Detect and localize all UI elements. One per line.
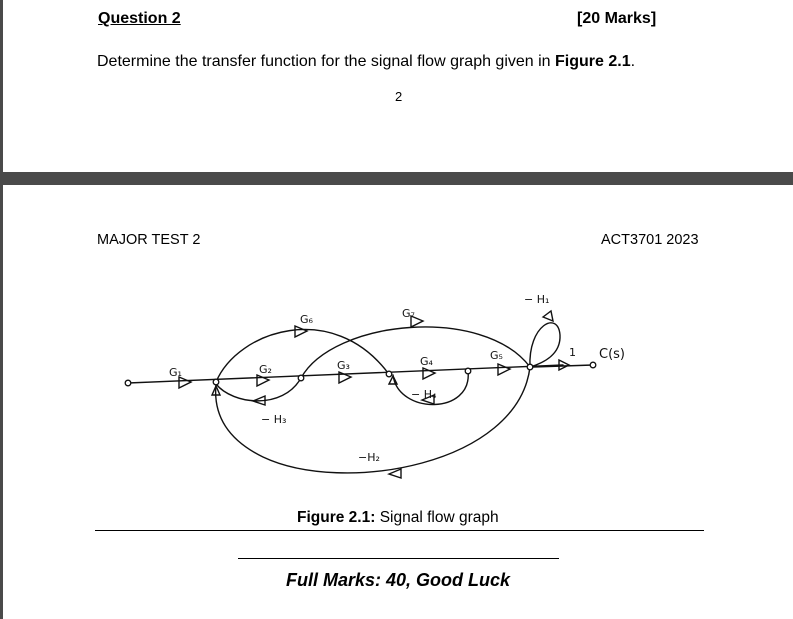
label-output: C(s) [599, 347, 625, 362]
page-bottom: MAJOR TEST 2 ACT3701 2023 [3, 185, 793, 619]
arrow-g2 [256, 373, 271, 388]
arrow-h1 [541, 309, 554, 323]
label-g3: G₃ [337, 359, 350, 372]
question-text: Determine the transfer function for the … [97, 53, 635, 71]
label-unity: 1 [569, 346, 576, 359]
question-title: Question 2 [98, 10, 181, 27]
signal-flow-graph: G₁ G₂ G₃ G₄ G₅ G₆ G₇ − H₁ −H₂ − H₃ − H₄ … [124, 293, 625, 479]
footer-divider [238, 558, 559, 559]
page-number: 2 [395, 89, 403, 104]
header-right: ACT3701 2023 [601, 232, 699, 248]
label-g1: G₁ [169, 366, 182, 379]
page-top: Question 2 [20 Marks] Determine the tran… [3, 0, 793, 172]
label-g5: G₅ [490, 349, 503, 362]
arrow-g6 [294, 324, 309, 339]
caption-divider [95, 530, 704, 531]
label-g2: G₂ [259, 363, 272, 376]
output-branch [532, 364, 594, 368]
arrow-g4 [422, 366, 437, 381]
label-h4: − H₄ [411, 388, 437, 401]
g7-branch [300, 326, 531, 379]
h3-branch [215, 377, 302, 402]
label-h3: − H₃ [261, 413, 286, 426]
question-text-suffix: . [630, 53, 636, 70]
question-marks: [20 Marks] [577, 10, 657, 27]
arrow-h4 [420, 393, 435, 405]
h1-self-loop [529, 322, 561, 368]
question-text-prefix: Determine the transfer function for the … [97, 53, 556, 70]
arrow-h3 [251, 394, 266, 406]
node-2 [212, 378, 220, 386]
caption-label: Figure 2.1: [297, 509, 376, 526]
node-input [124, 379, 132, 387]
figure-caption: Figure 2.1: Signal flow graph [297, 509, 499, 527]
caption-text: Signal flow graph [375, 509, 499, 526]
footer-text: Full Marks: 40, Good Luck [285, 570, 511, 590]
label-g7: G₇ [402, 307, 415, 320]
arrow-g5 [497, 362, 512, 377]
label-g4: G₄ [420, 355, 434, 368]
arrow-g1 [178, 375, 193, 390]
g6-branch [215, 328, 389, 383]
arrow-g3 [338, 370, 353, 385]
label-h1: − H₁ [524, 293, 549, 306]
header-left: MAJOR TEST 2 [97, 232, 201, 248]
arrow-h2 [387, 467, 402, 479]
h2-branch [214, 366, 531, 474]
arrow-out [558, 358, 571, 372]
label-h2: −H₂ [358, 451, 380, 464]
arrow-g7 [410, 314, 425, 329]
label-g6: G₆ [300, 313, 314, 326]
node-5 [464, 367, 472, 375]
node-output [589, 361, 597, 369]
node-6 [526, 363, 534, 371]
node-3 [297, 374, 305, 382]
node-4 [385, 370, 393, 378]
figure-reference: Figure 2.1 [555, 53, 631, 70]
arrow-h2-end [210, 384, 222, 396]
arrow-h4-end [387, 374, 399, 385]
